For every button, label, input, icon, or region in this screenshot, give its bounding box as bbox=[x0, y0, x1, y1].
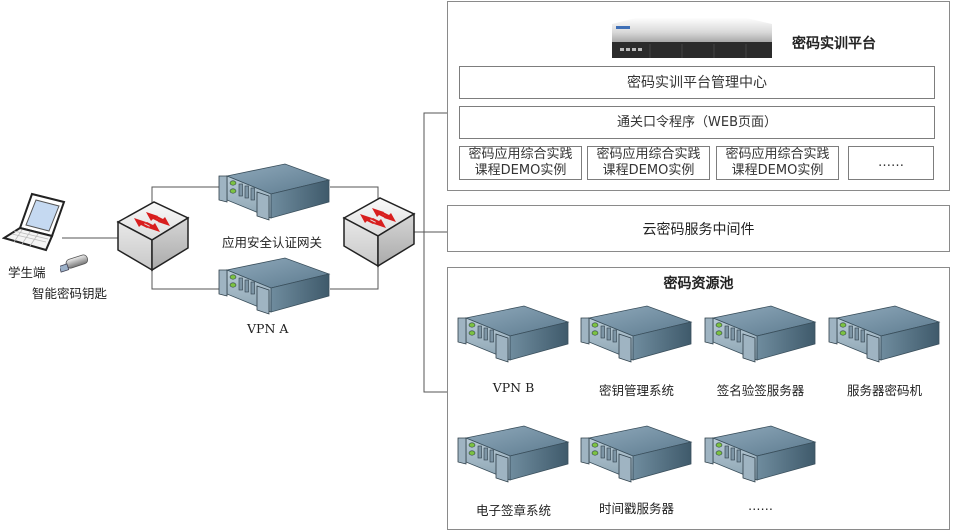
demo-instance-more: …… bbox=[848, 146, 934, 180]
platform-title: 密码实训平台 bbox=[792, 36, 876, 52]
resource-label-signature-verify: 签名验签服务器 bbox=[716, 383, 805, 398]
resource-pool-title: 密码资源池 bbox=[663, 276, 734, 292]
switch-2-icon bbox=[343, 197, 415, 267]
auth-gateway-label: 应用安全认证网关 bbox=[222, 235, 323, 250]
usb-key-label: 智能密码钥匙 bbox=[32, 286, 108, 301]
server-crypto-machine-icon bbox=[828, 305, 940, 363]
switch-1-icon bbox=[117, 201, 189, 271]
resource-label-e-seal: 电子签章系统 bbox=[475, 503, 551, 518]
laptop-icon bbox=[2, 192, 66, 252]
key-management-server-icon bbox=[580, 305, 692, 363]
cloud-crypto-middleware-box: 云密码服务中间件 bbox=[447, 205, 950, 252]
vpn-to-switch2-line bbox=[330, 262, 379, 290]
resource-label-more: …… bbox=[748, 498, 773, 513]
demo-instance-3: 密码应用综合实践 课程DEMO实例 bbox=[716, 146, 839, 180]
demo-more-text: …… bbox=[878, 155, 904, 170]
demo-line1: 密码应用综合实践 bbox=[596, 147, 701, 162]
resource-label-vpn-b: VPN B bbox=[492, 380, 535, 395]
platform-appliance-icon bbox=[612, 18, 772, 58]
auth-gateway-server-icon bbox=[218, 163, 330, 221]
e-seal-server-icon bbox=[457, 425, 569, 483]
vpn-b-server-icon bbox=[457, 305, 569, 363]
demo-line2: 课程DEMO实例 bbox=[602, 163, 695, 178]
demo-line1: 密码应用综合实践 bbox=[468, 147, 573, 162]
demo-instance-1: 密码应用综合实践 课程DEMO实例 bbox=[459, 146, 582, 180]
vpn-a-label: VPN A bbox=[247, 321, 289, 336]
signature-verify-server-icon bbox=[704, 305, 816, 363]
switch-to-vpn-line bbox=[151, 262, 222, 290]
vpn-a-server-icon bbox=[218, 257, 330, 315]
passcode-program-box: 通关口令程序（WEB页面） bbox=[459, 106, 935, 139]
timestamp-server-icon bbox=[580, 425, 692, 483]
usb-key-icon bbox=[60, 254, 89, 273]
backbone-line bbox=[423, 112, 447, 393]
crypto-resource-pool-box: 密码资源池 VPN B 密钥管理系统 签名验签服务器 服务器密码机 电子签章系统… bbox=[447, 267, 950, 530]
demo-instance-2: 密码应用综合实践 课程DEMO实例 bbox=[587, 146, 710, 180]
demo-line2: 课程DEMO实例 bbox=[731, 163, 824, 178]
more-server-icon bbox=[704, 425, 816, 483]
resource-label-server-crypto-machine: 服务器密码机 bbox=[846, 383, 922, 398]
laptop-label: 学生端 bbox=[8, 265, 46, 280]
resource-label-timestamp: 时间戳服务器 bbox=[598, 501, 674, 516]
training-platform-box: 密码实训平台 密码实训平台管理中心 通关口令程序（WEB页面） 密码应用综合实践… bbox=[447, 1, 950, 191]
demo-line1: 密码应用综合实践 bbox=[725, 147, 830, 162]
resource-label-key-management: 密钥管理系统 bbox=[598, 383, 674, 398]
demo-line2: 课程DEMO实例 bbox=[474, 163, 567, 178]
management-center-box: 密码实训平台管理中心 bbox=[459, 66, 935, 99]
